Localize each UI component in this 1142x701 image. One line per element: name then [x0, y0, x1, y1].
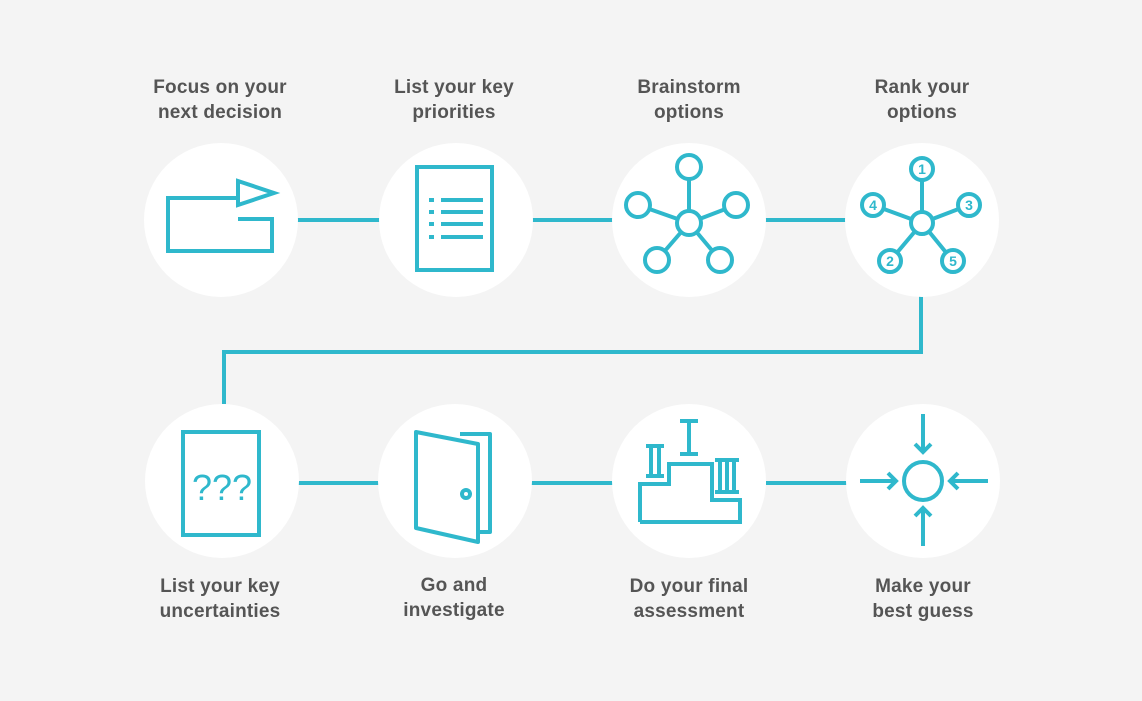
- step-8-label-line2: best guess: [872, 601, 974, 622]
- arrow-forward-icon: [166, 178, 281, 253]
- step-5-label: List your key uncertainties: [120, 574, 320, 624]
- step-6-label: Go and investigate: [354, 573, 554, 623]
- step-1-circle: [144, 143, 298, 297]
- rank-2-text: 2: [886, 253, 894, 269]
- step-8-circle: [846, 404, 1000, 558]
- step-1-label-line1: Focus on your: [153, 77, 287, 98]
- network-nodes-icon: [624, 153, 750, 274]
- rank-4-text: 4: [869, 197, 877, 213]
- podium-icon: [638, 419, 742, 524]
- rank-1-text: 1: [918, 161, 926, 177]
- step-6-circle: [378, 404, 532, 558]
- step-1-label-line2: next decision: [157, 102, 283, 123]
- step-7-label-line1: Do your final: [629, 576, 749, 597]
- step-4-circle: 1 2 3 4 5: [845, 143, 999, 297]
- step-2-label-line1: List your key: [394, 77, 514, 98]
- step-8-label: Make your best guess: [823, 574, 1023, 624]
- step-4-label-line1: Rank your: [874, 77, 970, 98]
- step-7-label: Do your final assessment: [589, 574, 789, 624]
- question-document-icon: ???: [181, 430, 261, 537]
- step-7-label-line2: assessment: [633, 601, 745, 622]
- step-5-label-line1: List your key: [160, 576, 280, 597]
- converging-arrows-icon: [860, 414, 988, 546]
- step-6-label-line2: investigate: [403, 600, 505, 621]
- rank-3-text: 3: [965, 197, 973, 213]
- step-3-label-line2: options: [654, 102, 724, 123]
- step-3-label-line1: Brainstorm: [637, 77, 741, 98]
- open-door-icon: [414, 430, 492, 544]
- step-8-label-line1: Make your: [875, 576, 971, 597]
- step-1-label: Focus on your next decision: [120, 75, 320, 125]
- step-4-label: Rank your options: [822, 75, 1022, 125]
- step-6-label-line1: Go and: [420, 575, 488, 596]
- connector-4-5: [222, 296, 923, 404]
- ranked-nodes-icon: 1 2 3 4 5: [860, 156, 982, 274]
- step-2-label: List your key priorities: [354, 75, 554, 125]
- question-marks-text: ???: [192, 467, 252, 508]
- step-3-label: Brainstorm options: [589, 75, 789, 125]
- step-5-circle: ???: [145, 404, 299, 558]
- step-5-label-line2: uncertainties: [159, 601, 281, 622]
- step-7-circle: [612, 404, 766, 558]
- step-2-circle: [379, 143, 533, 297]
- document-list-icon: [415, 165, 494, 272]
- step-4-label-line2: options: [887, 102, 957, 123]
- rank-5-text: 5: [949, 253, 957, 269]
- step-2-label-line2: priorities: [412, 102, 496, 123]
- step-3-circle: [612, 143, 766, 297]
